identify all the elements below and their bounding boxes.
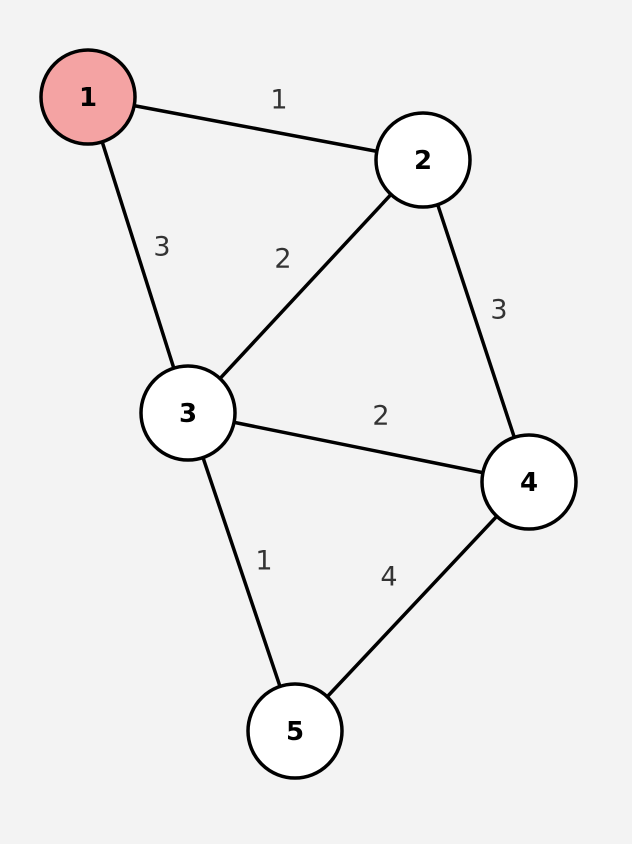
node-4: 4 (480, 433, 578, 531)
node-circle-4 (480, 433, 578, 531)
node-label-3: 3 (179, 399, 197, 429)
node-5: 5 (246, 682, 344, 780)
nodes-layer: 1 2 3 4 5 (39, 48, 578, 780)
edge-weight-3-4: 2 (372, 401, 389, 432)
node-label-4: 4 (520, 468, 538, 498)
edge-1-2 (87, 95, 424, 162)
edge-3-4 (187, 411, 530, 484)
weights-layer: 1 3 2 3 2 1 4 (153, 85, 507, 593)
edge-3-5 (186, 412, 297, 732)
edge-2-3 (186, 158, 425, 415)
edge-weight-1-3: 3 (153, 232, 170, 263)
edge-4-5 (293, 480, 531, 733)
edge-weight-2-4: 3 (490, 295, 507, 326)
edge-weight-2-3: 2 (274, 244, 291, 275)
node-label-5: 5 (286, 717, 304, 747)
node-label-1: 1 (79, 83, 97, 113)
node-circle-3 (139, 364, 237, 462)
edge-weight-3-5: 1 (255, 546, 272, 577)
edge-2-4 (421, 159, 531, 483)
edge-weight-1-2: 1 (270, 85, 287, 116)
edge-1-3 (86, 96, 190, 414)
node-3: 3 (139, 364, 237, 462)
node-label-2: 2 (414, 146, 432, 176)
node-1: 1 (39, 48, 137, 146)
edge-weight-4-5: 4 (380, 562, 397, 593)
node-2: 2 (374, 111, 472, 209)
node-circle-2 (374, 111, 472, 209)
node-circle-5 (246, 682, 344, 780)
edges-layer (86, 95, 531, 733)
node-circle-1 (39, 48, 137, 146)
